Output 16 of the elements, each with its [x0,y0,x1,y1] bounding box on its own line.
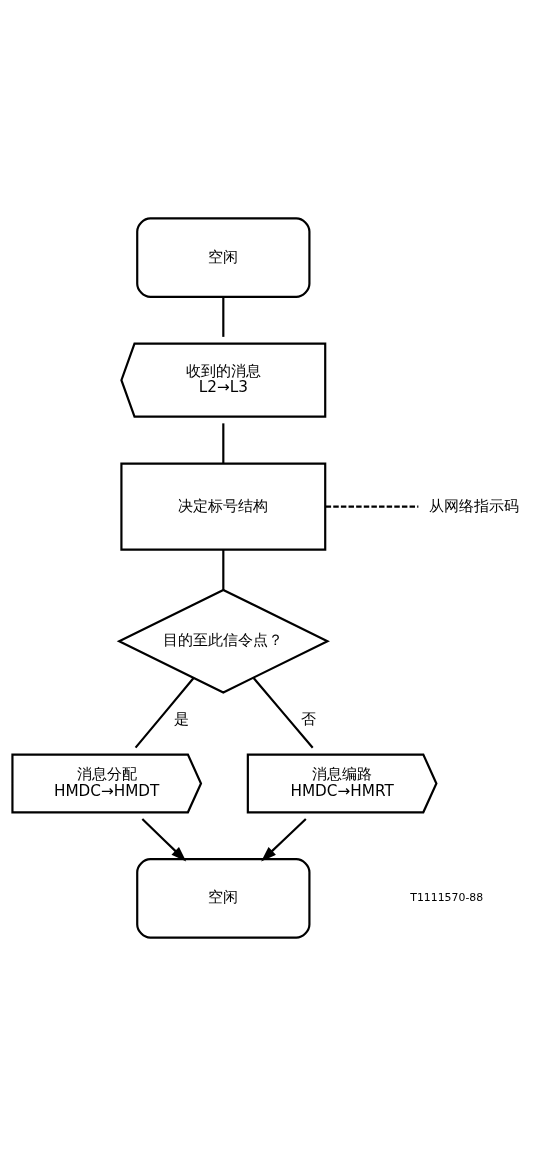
node-text: 从网络指示码 [428,496,519,515]
connector [222,549,225,590]
node-diamond: 目的至此信令点？ [116,588,330,694]
edge-label: 否 [301,710,317,729]
node-box: 空闲 [136,858,311,939]
node-box: 决定标号结构 [120,462,327,551]
connector [222,297,225,337]
label: T1111570-88 [410,891,484,905]
connector [252,677,314,749]
connector [325,505,419,508]
connector [134,677,195,749]
connector [222,423,225,464]
arrow [261,818,307,862]
node-box: 空闲 [136,217,311,298]
arrow [141,818,187,862]
edge-label: 是 [173,710,189,729]
